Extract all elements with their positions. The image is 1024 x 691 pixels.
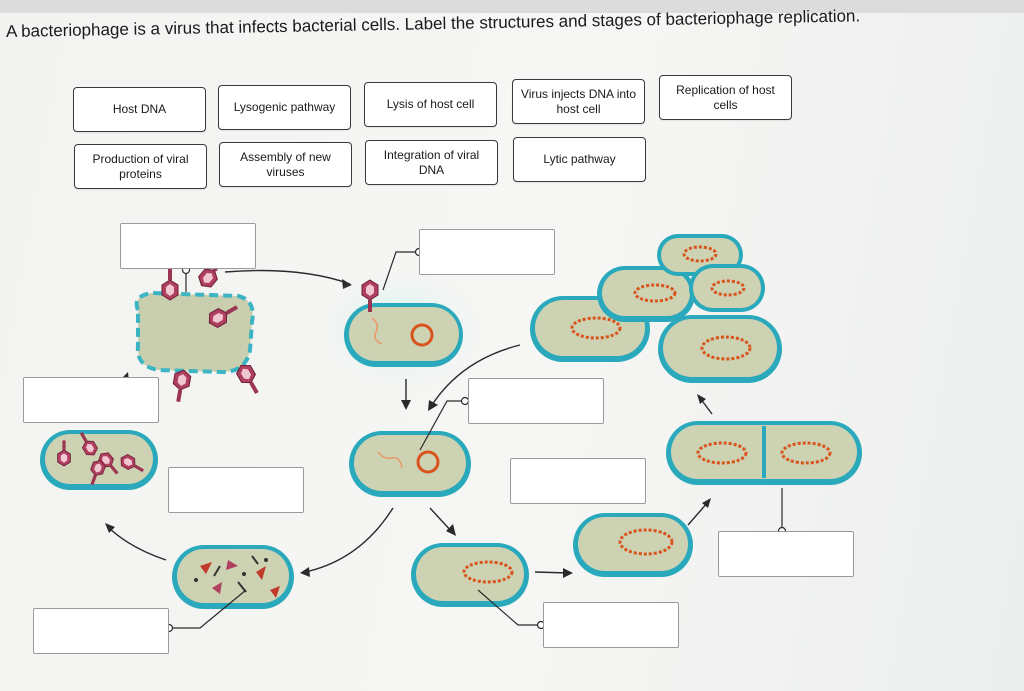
lysis-cell — [134, 290, 255, 375]
label-chip-integration-of-viral-dna[interactable]: Integration of viral DNA — [365, 140, 498, 185]
cell-with-viral-parts — [172, 545, 294, 609]
dividing-cell-pair — [666, 421, 862, 485]
drop-target-5[interactable] — [510, 458, 646, 504]
drop-target-1[interactable] — [120, 223, 256, 269]
drop-target-9[interactable] — [543, 602, 679, 648]
drop-target-2[interactable] — [419, 229, 555, 275]
label-chip-lysis-of-host-cell[interactable]: Lysis of host cell — [364, 82, 497, 127]
top-bar — [0, 0, 1024, 13]
host-cell-middle — [349, 431, 471, 497]
integrated-cell — [411, 543, 529, 607]
drop-target-4[interactable] — [468, 378, 604, 424]
drop-target-7[interactable] — [718, 531, 854, 577]
label-chip-lytic-pathway[interactable]: Lytic pathway — [513, 137, 646, 182]
drop-target-6[interactable] — [168, 467, 304, 513]
infected-cell — [344, 303, 463, 367]
label-chip-lysogenic-pathway[interactable]: Lysogenic pathway — [218, 85, 351, 130]
arrow-attach — [224, 269, 351, 285]
label-chip-production-of-viral-proteins[interactable]: Production of viral proteins — [74, 144, 207, 189]
label-chip-assembly-of-new-viruses[interactable]: Assembly of new viruses — [219, 142, 352, 187]
label-chip-replication-of-host-cells[interactable]: Replication of host cells — [659, 75, 792, 120]
dividing-cell-lower — [573, 513, 693, 577]
replicated-cells-cluster — [530, 234, 782, 383]
label-chip-virus-injects-dna[interactable]: Virus injects DNA into host cell — [512, 79, 645, 124]
drop-target-8[interactable] — [33, 608, 169, 654]
label-chip-host-dna[interactable]: Host DNA — [73, 87, 206, 132]
drop-target-3[interactable] — [23, 377, 159, 423]
